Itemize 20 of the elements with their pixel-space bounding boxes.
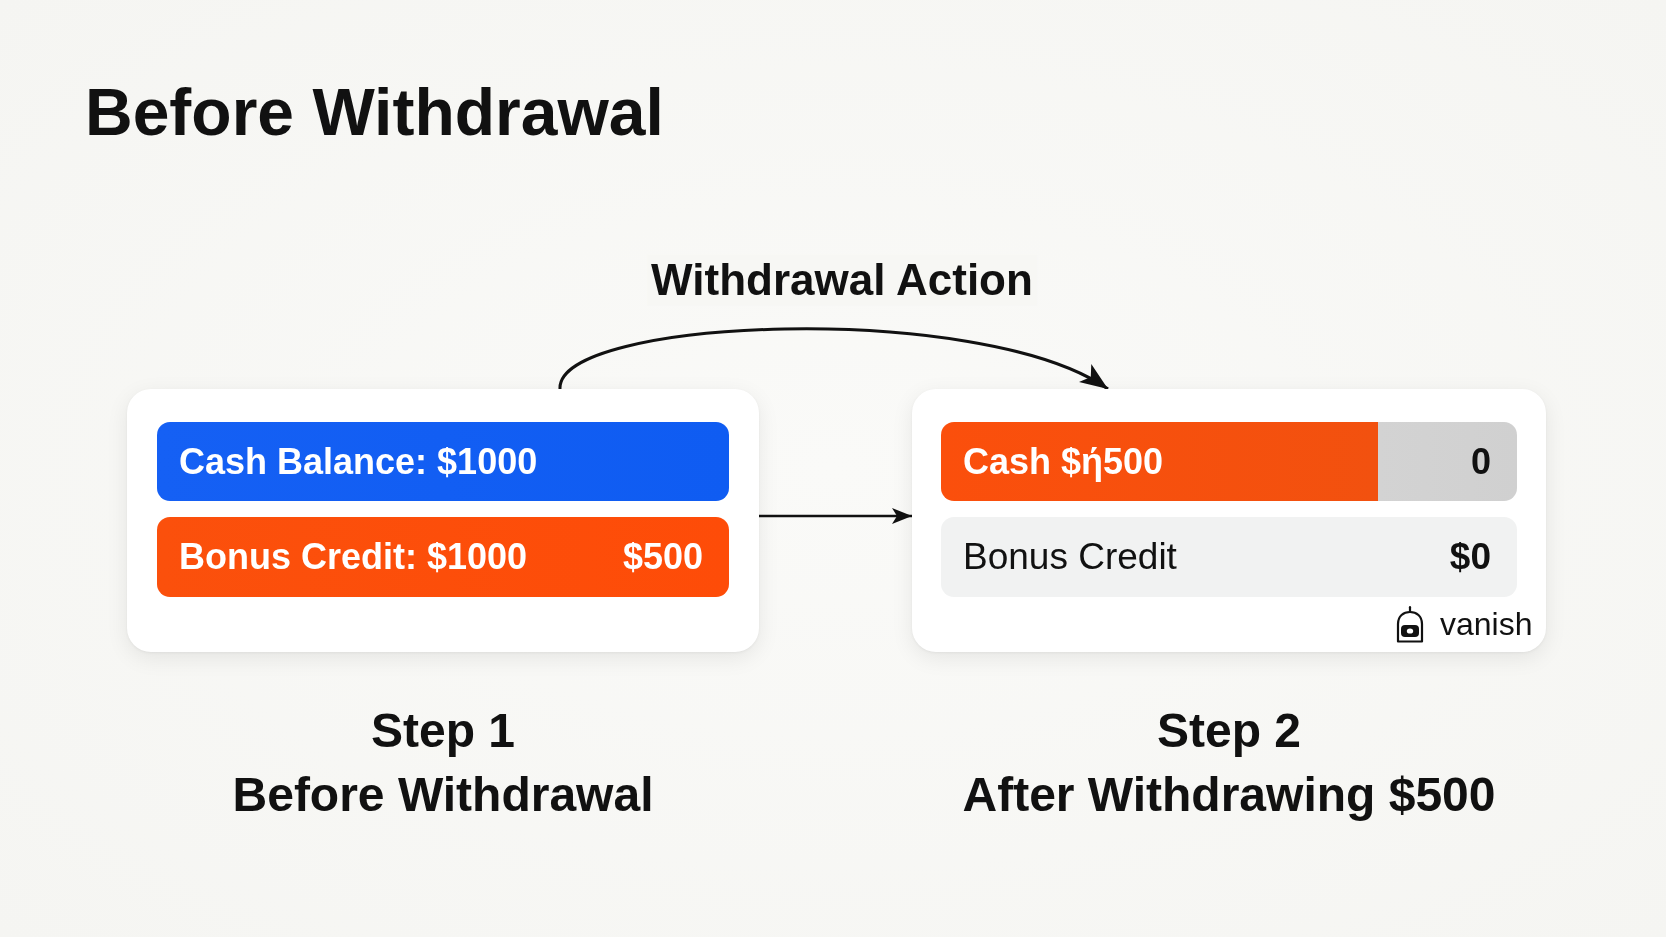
panel-card xyxy=(127,389,759,652)
bar-label: Cash $ή500 xyxy=(963,440,1164,483)
panel-card xyxy=(912,389,1546,652)
bar-value: $500 xyxy=(622,536,703,578)
arrow xyxy=(759,508,912,524)
step-caption: Before Withdrawal xyxy=(232,767,654,823)
bar-value: 0 xyxy=(1470,440,1491,483)
step-caption: After Withdrawing $500 xyxy=(962,767,1496,823)
bar-label: Bonus Credit: $1000 xyxy=(179,536,528,578)
step-caption: Step 2 xyxy=(1157,703,1301,759)
balance-bar xyxy=(157,517,729,597)
step-caption: Step 1 xyxy=(371,703,515,759)
balance-bar xyxy=(941,422,1517,501)
balance-bar xyxy=(157,422,729,501)
curved-arrow xyxy=(558,327,1109,391)
bar-label: Cash Balance: $1000 xyxy=(179,440,538,483)
bar-label: Bonus Credit xyxy=(963,535,1177,579)
status-text: vanish xyxy=(1440,605,1533,643)
bar-value: $0 xyxy=(1449,535,1491,579)
title: Before Withdrawal xyxy=(85,75,664,151)
